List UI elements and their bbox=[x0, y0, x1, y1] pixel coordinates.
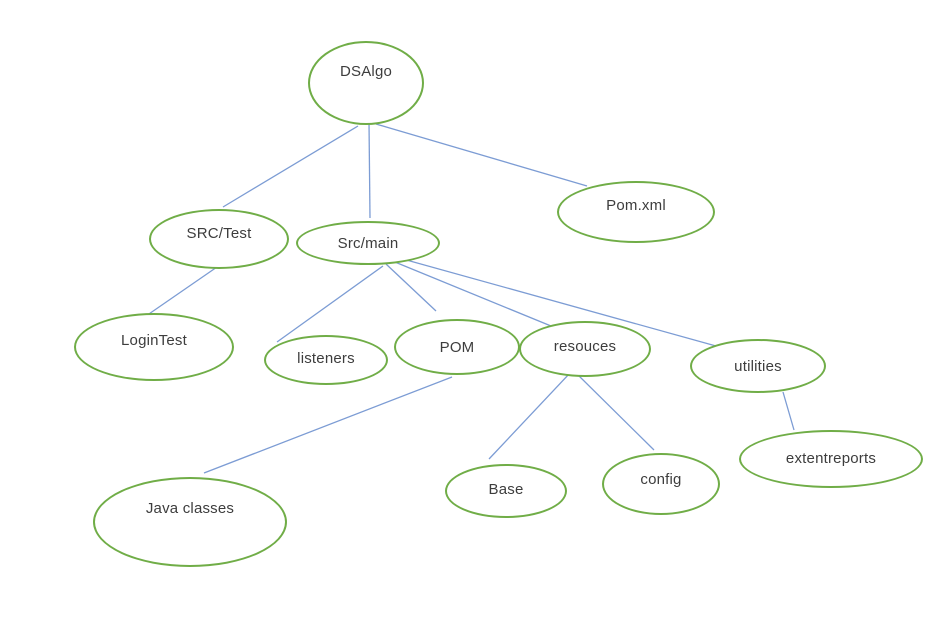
node-label-utilities: utilities bbox=[734, 357, 782, 375]
edge-dsalgo-pom-xml bbox=[375, 123, 588, 187]
node-label-pom: POM bbox=[439, 338, 475, 356]
node-dsalgo[interactable]: DSAlgo bbox=[308, 41, 424, 125]
edge-dsalgo-src-main bbox=[368, 121, 371, 219]
node-extentreports[interactable]: extentreports bbox=[739, 430, 923, 488]
edge-utilities-extentreports bbox=[782, 391, 795, 431]
node-label-src-main: Src/main bbox=[337, 234, 399, 252]
node-src-main[interactable]: Src/main bbox=[296, 221, 440, 265]
node-label-listeners: listeners bbox=[297, 349, 355, 367]
node-logintest[interactable]: LoginTest bbox=[74, 313, 234, 381]
node-label-base: Base bbox=[488, 480, 524, 498]
edge-dsalgo-src-test bbox=[222, 125, 359, 208]
node-label-logintest: LoginTest bbox=[120, 331, 187, 349]
node-pom[interactable]: POM bbox=[394, 319, 520, 375]
node-utilities[interactable]: utilities bbox=[690, 339, 826, 393]
node-label-dsalgo: DSAlgo bbox=[339, 62, 393, 80]
node-label-resouces: resouces bbox=[553, 337, 617, 355]
node-base[interactable]: Base bbox=[445, 464, 567, 518]
node-resouces[interactable]: resouces bbox=[519, 321, 651, 377]
node-src-test[interactable]: SRC/Test bbox=[149, 209, 289, 269]
edge-src-main-listeners bbox=[276, 265, 384, 343]
node-config[interactable]: config bbox=[602, 453, 720, 515]
edge-pom-java-classes bbox=[203, 376, 453, 474]
edge-src-main-utilities bbox=[391, 255, 717, 347]
edge-src-main-pom bbox=[385, 263, 437, 312]
node-label-java-classes: Java classes bbox=[145, 499, 235, 517]
node-label-config: config bbox=[640, 470, 682, 488]
node-label-pom-xml: Pom.xml bbox=[606, 196, 666, 214]
node-pom-xml[interactable]: Pom.xml bbox=[557, 181, 715, 243]
edge-resouces-config bbox=[575, 372, 655, 451]
node-label-src-test: SRC/Test bbox=[186, 224, 252, 242]
edge-src-test-logintest bbox=[145, 266, 218, 317]
node-java-classes[interactable]: Java classes bbox=[93, 477, 287, 567]
edge-src-main-resouces bbox=[389, 259, 552, 327]
edge-resouces-base bbox=[488, 372, 571, 460]
node-listeners[interactable]: listeners bbox=[264, 335, 388, 385]
node-label-extentreports: extentreports bbox=[785, 449, 877, 467]
